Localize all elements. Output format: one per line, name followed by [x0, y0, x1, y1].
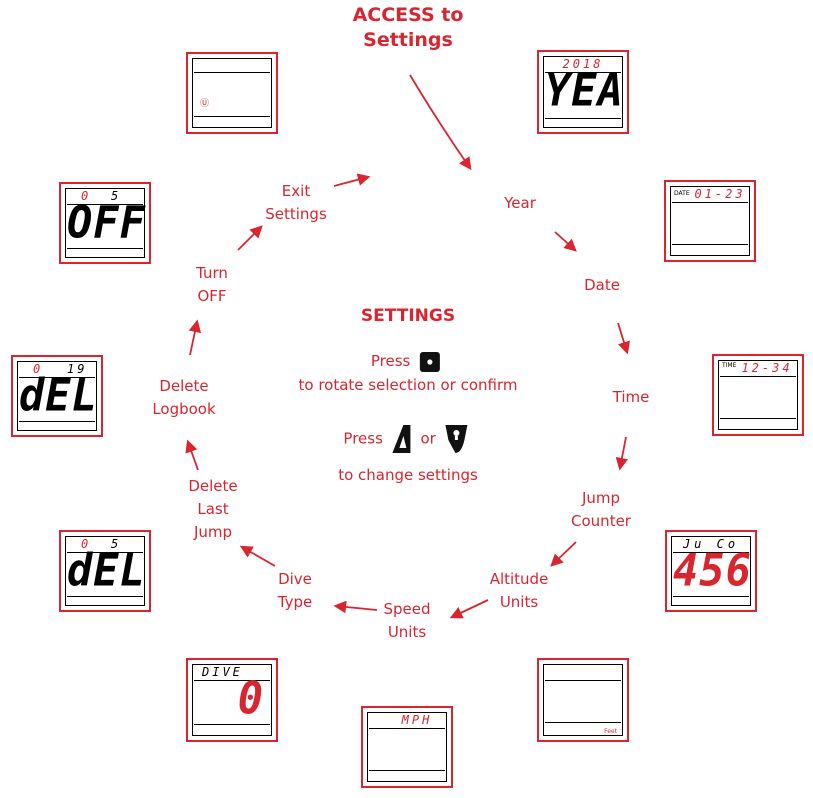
step-dive-type-label: Dive Type: [277, 570, 313, 611]
lcd-dive-type: DIVE 0: [186, 658, 278, 742]
lcd-dlj-top-left: 0: [81, 537, 92, 551]
lcd-off-top-right: 5: [111, 189, 122, 203]
arrow-jump-to-altitude: [550, 541, 577, 567]
lcd-dive-main: 0: [237, 672, 264, 725]
step-date-label: Date: [584, 276, 620, 294]
lcd-delete-last-jump: 0 5 dEL: [59, 530, 151, 612]
lcd-dlog-top-left: 0: [33, 362, 44, 376]
lcd-date-top: 01-23: [694, 187, 746, 201]
lcd-year-main: YEA: [545, 64, 624, 117]
select-button-icon: [420, 351, 441, 372]
lcd-dlj-main: dEL: [67, 544, 146, 597]
lcd-jump-counter-main: 456: [673, 544, 752, 597]
arrow-date-to-time: [617, 322, 631, 355]
instruction-rotate-press: Press: [370, 352, 411, 370]
arrow-dive-to-deletelast: [239, 545, 276, 567]
step-turn-off-label: Turn OFF: [196, 264, 228, 305]
instruction-change-or: or: [420, 429, 436, 448]
step-year-label: Year: [504, 194, 536, 212]
arrow-deletelog-to-turnoff: [188, 319, 202, 356]
lcd-dlog-main: dEL: [19, 369, 98, 422]
step-delete-last-jump-label: Delete Last Jump: [188, 477, 238, 541]
lcd-off-main: OFF: [67, 196, 146, 249]
settings-heading: SETTINGS: [360, 306, 456, 326]
step-speed-units-label: Speed Units: [383, 600, 431, 641]
lcd-exit: Ⓤ: [186, 52, 278, 134]
lcd-speed-units: MPH: [361, 706, 453, 788]
lcd-year: 2018 YEA: [537, 50, 629, 134]
lcd-delete-logbook: 0 19 dEL: [11, 355, 103, 437]
step-exit-settings-label: Exit Settings: [265, 182, 327, 223]
lcd-date-label: DATE: [674, 190, 690, 197]
arrow-exit-to-access: [333, 173, 371, 187]
step-time-label: Time: [612, 388, 650, 406]
arrow-year-to-date: [554, 231, 577, 252]
lcd-date: DATE 01-23: [664, 180, 756, 262]
instruction-rotate: Press: [371, 350, 445, 373]
up-button-icon: [392, 425, 411, 453]
step-delete-logbook-label: Delete Logbook: [152, 377, 216, 418]
lcd-off-top-left: 0: [81, 189, 92, 203]
lcd-speed-top: MPH: [401, 713, 433, 727]
lcd-time-top: 12-34: [741, 361, 793, 375]
lcd-turn-off: 0 5 OFF: [59, 182, 151, 264]
lcd-altitude-unit: Feet: [604, 728, 617, 735]
instruction-change: Press or: [343, 424, 472, 454]
arrow-deletelast-to-deletelog: [185, 439, 199, 471]
lcd-dive-top: DIVE: [202, 665, 243, 679]
instruction-rotate-desc: to rotate selection or confirm: [298, 376, 518, 394]
light-button-icon: [445, 425, 468, 453]
lcd-dlog-top-right: 19: [67, 362, 88, 376]
lcd-jump-counter: Ju Co 456: [665, 530, 757, 612]
lcd-dlj-top-right: 5: [111, 537, 122, 551]
lcd-jump-counter-top: Ju Co: [682, 537, 740, 551]
arrow-time-to-jump: [615, 436, 629, 471]
lcd-time-label: TIME: [722, 362, 737, 369]
step-altitude-units-label: Altitude Units: [489, 570, 549, 611]
lcd-exit-mark: Ⓤ: [200, 99, 210, 109]
access-settings-title: ACCESS to Settings: [352, 4, 464, 51]
arrow-turnoff-to-exit: [237, 225, 263, 251]
arrow-speed-to-dive: [333, 600, 378, 614]
lcd-year-top: 2018: [562, 57, 604, 71]
arrow-altitude-to-speed: [449, 599, 489, 619]
instruction-change-press: Press: [343, 429, 383, 448]
lcd-altitude-units: Feet: [537, 658, 629, 742]
step-jump-counter-label: Jump Counter: [571, 489, 631, 530]
arrow-access-to-year: [409, 74, 472, 171]
instruction-change-desc: to change settings: [338, 466, 478, 484]
lcd-time: TIME 12-34: [712, 354, 804, 436]
